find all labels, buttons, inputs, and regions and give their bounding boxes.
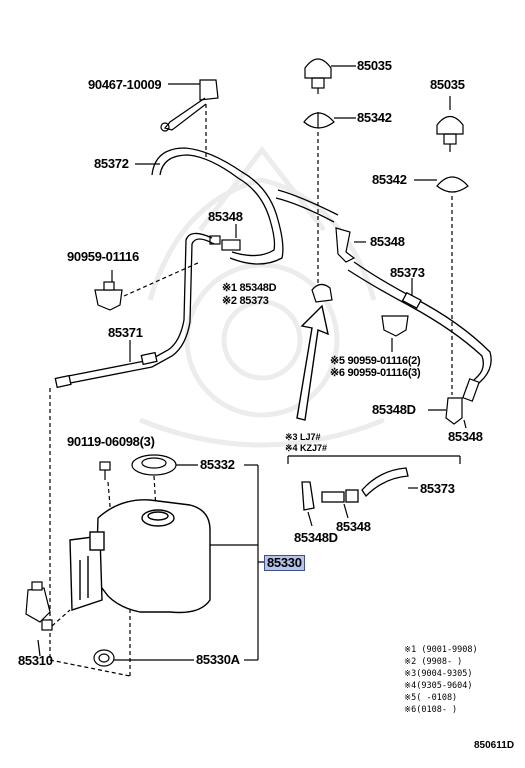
label-85348d-variant[interactable]: ※1 85348D [222, 282, 277, 294]
hose-clamp-90467 [160, 79, 219, 132]
washer-nozzle-right [436, 115, 464, 152]
hose-joint-85348-b [335, 227, 356, 263]
label-85373-variant[interactable]: ※2 85373 [222, 295, 269, 307]
label-85330-highlighted[interactable]: 85330 [264, 555, 305, 571]
hose-clip-right [381, 315, 409, 337]
label-85372[interactable]: 85372 [94, 156, 129, 171]
label-85348-right[interactable]: 85348 [448, 429, 483, 444]
pump-grommet-85330a [93, 649, 115, 667]
washer-pump-85310 [25, 581, 53, 631]
note-3: ※3(9004-9305) [404, 669, 473, 679]
label-85342-top[interactable]: 85342 [357, 110, 392, 125]
note-2: ※2 (9908- ) [404, 657, 463, 667]
washer-hose-85373-right [347, 261, 492, 393]
label-85035-right[interactable]: 85035 [430, 77, 465, 92]
washer-reservoir-85330 [69, 499, 211, 614]
watermark-emblem [139, 145, 385, 448]
label-90467[interactable]: 90467-10009 [88, 77, 162, 92]
washer-hose-85372 [151, 147, 339, 265]
variant-bracket [287, 455, 461, 464]
label-85035-top[interactable]: 85035 [357, 58, 392, 73]
label-90959-r5[interactable]: ※5 90959-01116(2) [330, 355, 421, 367]
label-90959-left[interactable]: 90959-01116 [67, 249, 139, 264]
hose-clip-left [94, 281, 123, 311]
label-90959-r6[interactable]: ※6 90959-01116(3) [330, 367, 421, 379]
diagram-code: 850611D [474, 740, 515, 751]
label-85348-b[interactable]: 85348 [370, 234, 405, 249]
hose-set-lower [301, 467, 409, 511]
hose-joint-85348-a [209, 235, 241, 251]
label-85310[interactable]: 85310 [18, 653, 53, 668]
label-85342-right[interactable]: 85342 [372, 172, 407, 187]
hose-elbow-85348d-right [445, 378, 480, 425]
note-6: ※6(0108- ) [404, 705, 458, 715]
direction-arrow [296, 304, 329, 421]
label-85373-right[interactable]: 85373 [390, 265, 425, 280]
label-85348-low[interactable]: 85348 [336, 519, 371, 534]
bolt-90119 [99, 461, 111, 480]
hose-cap-85348d [311, 283, 333, 303]
washer-hose-85371 [54, 232, 215, 389]
label-85348d-low[interactable]: 85348D [294, 530, 338, 545]
label-85348-a[interactable]: 85348 [208, 209, 243, 224]
note-5: ※5( -0108) [404, 693, 458, 703]
label-85332[interactable]: 85332 [200, 457, 235, 472]
label-variant-3: ※3 LJ7# [285, 432, 321, 442]
label-variant-4: ※4 KZJ7# [285, 443, 328, 453]
reservoir-cap-85332 [131, 454, 177, 476]
nozzle-gasket-right [436, 176, 469, 193]
label-85348d-right[interactable]: 85348D [372, 402, 416, 417]
note-4: ※4(9305-9604) [404, 681, 473, 691]
washer-nozzle-top [304, 58, 332, 94]
note-1: ※1 (9001-9908) [404, 645, 478, 655]
label-85330a[interactable]: 85330A [196, 652, 240, 667]
label-85373-low[interactable]: 85373 [420, 481, 455, 496]
nozzle-gasket-top [303, 112, 335, 129]
label-85371[interactable]: 85371 [108, 325, 143, 340]
label-90119[interactable]: 90119-06098(3) [67, 434, 155, 449]
